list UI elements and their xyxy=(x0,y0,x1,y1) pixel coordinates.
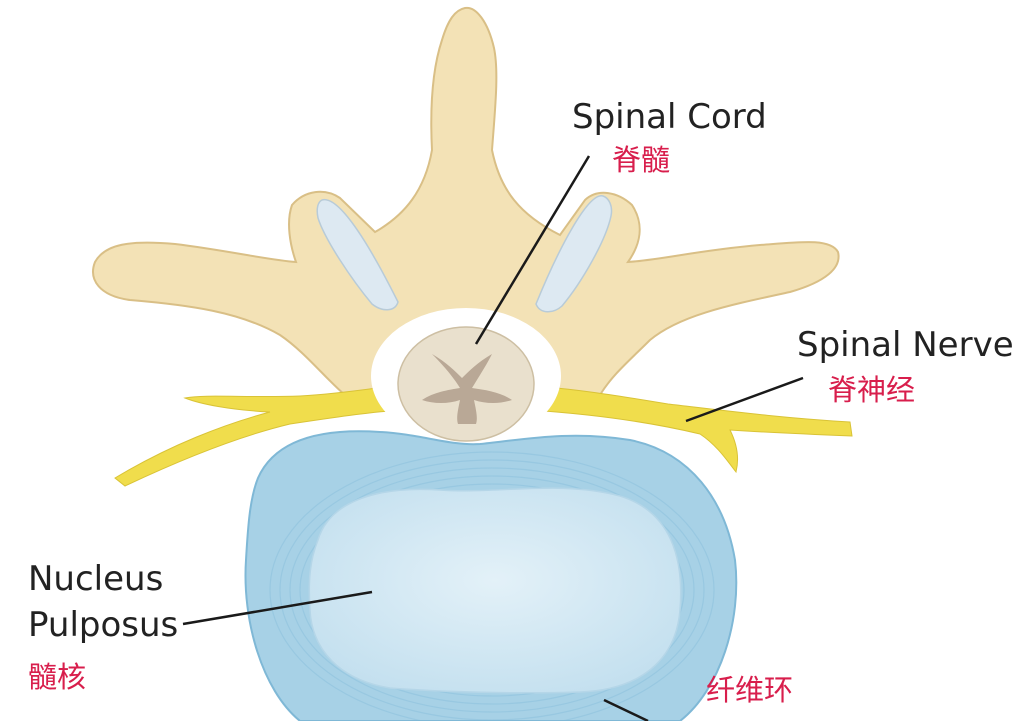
nucleus-pulposus-label-zh: 髓核 xyxy=(28,660,87,694)
spinal-nerve-label: Spinal Nerve xyxy=(797,325,1014,365)
spinal-nerve-left xyxy=(114,384,403,487)
leader-spinal-nerve xyxy=(685,376,804,423)
spinal-cord-label: Spinal Cord xyxy=(572,97,767,137)
annulus-fibrosus-label-zh: 纤维环 xyxy=(706,673,794,707)
annulus-ring xyxy=(279,459,705,721)
annulus-ring xyxy=(269,451,715,725)
nucleus-pulposus-label-line1: Nucleus xyxy=(28,559,164,599)
grey-matter xyxy=(422,354,512,424)
nucleus-pulposus-label-line2: Pulposus xyxy=(28,605,179,645)
leader-annulus xyxy=(603,698,649,723)
facet-cartilage-right xyxy=(535,195,613,313)
leader-spinal-cord xyxy=(474,155,591,345)
nucleus-pulposus xyxy=(308,487,682,694)
annulus-ring xyxy=(289,467,695,713)
annulus-ring xyxy=(299,475,685,705)
spinal-nerve-right xyxy=(529,385,853,474)
spinal-nerve-label-zh: 脊神经 xyxy=(828,373,916,407)
leader-nucleus xyxy=(182,590,373,626)
facet-cartilage-left xyxy=(316,199,399,311)
spinal-cord-label-zh: 脊髓 xyxy=(612,143,671,177)
